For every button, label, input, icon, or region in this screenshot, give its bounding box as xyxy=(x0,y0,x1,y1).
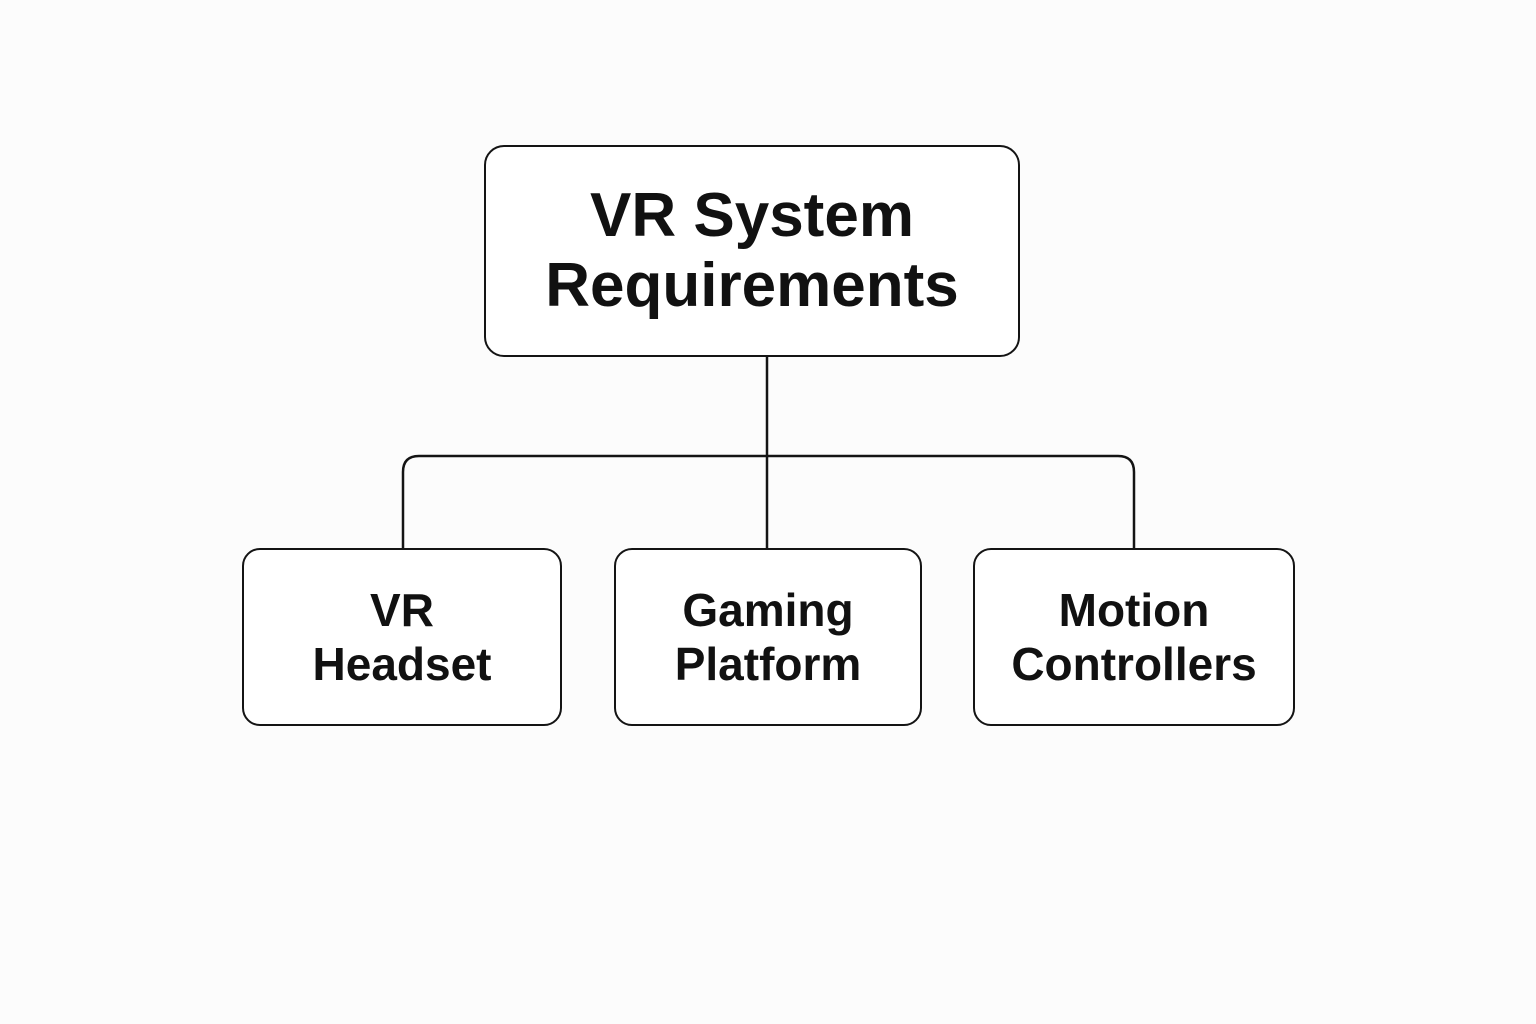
child-node-motion-controllers: Motion Controllers xyxy=(973,548,1295,726)
root-node-label: VR System Requirements xyxy=(545,181,958,321)
root-node-label-line-1: VR System xyxy=(590,181,914,250)
child-node-label: VR Headset xyxy=(313,583,492,691)
child-node-label-line-2: Headset xyxy=(312,638,492,690)
child-node-label-line-1: Gaming xyxy=(682,584,854,636)
root-node-vr-system-requirements: VR System Requirements xyxy=(484,145,1020,357)
connector-bus xyxy=(401,454,1136,548)
child-node-label-line-1: Motion xyxy=(1058,584,1210,636)
child-node-gaming-platform: Gaming Platform xyxy=(614,548,922,726)
child-node-label-line-2: Platform xyxy=(674,638,862,690)
child-node-vr-headset: VR Headset xyxy=(242,548,562,726)
child-node-label: Gaming Platform xyxy=(675,583,862,691)
root-node-label-line-2: Requirements xyxy=(545,251,959,320)
child-node-label-line-2: Controllers xyxy=(1011,638,1257,690)
child-node-label: Motion Controllers xyxy=(1011,583,1256,691)
child-node-label-line-1: VR xyxy=(370,584,434,636)
